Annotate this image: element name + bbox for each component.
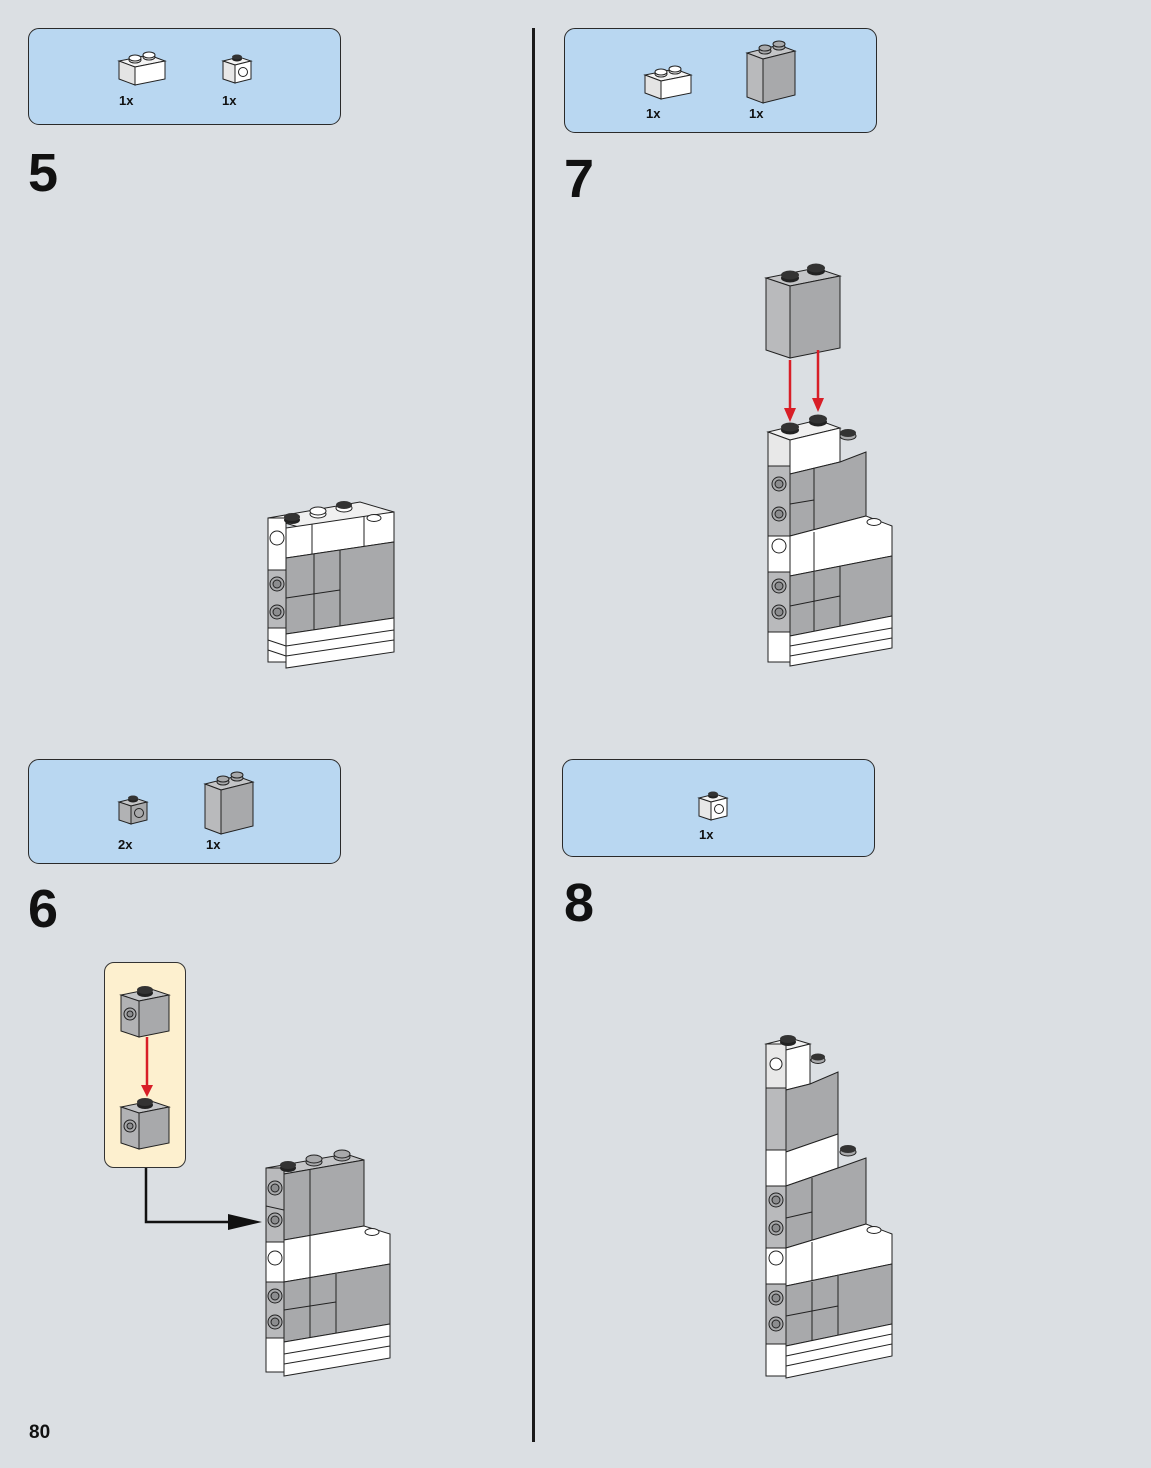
white-1x1-technic-brick-icon [697,791,729,821]
part-qty: 1x [646,106,661,121]
white-1x1-technic-brick-icon [221,54,253,84]
part-qty: 1x [749,106,764,121]
white-1x2-brick-icon [117,51,167,86]
step-8-model [764,1035,893,1379]
subassembly-callout [104,962,186,1168]
gray-1x1-technic-brick-icon [119,1098,171,1150]
step-number: 6 [28,879,59,939]
part-qty: 1x [699,827,714,842]
parts-callout-step-8: 1x [562,759,875,857]
parts-callout-step-7: 1x 1x [564,28,877,133]
part-qty: 1x [119,93,134,108]
parts-callout-step-5: 1x 1x [28,28,341,125]
gray-1x2x2-brick-icon [203,771,255,835]
connector-arrow-icon [144,1168,262,1230]
part-qty: 1x [222,93,237,108]
part-qty: 1x [206,837,221,852]
red-arrow-icon [141,1037,153,1097]
gray-1x1-technic-brick-icon [117,795,149,825]
parts-callout-step-6: 2x 1x [28,759,341,864]
page-divider [532,28,535,1442]
part-qty: 2x [118,837,133,852]
page-number: 80 [29,1422,51,1443]
step-5-model [267,501,395,669]
step-number: 8 [564,873,595,933]
step-6-model [265,1149,391,1377]
gray-1x1-technic-brick-icon [119,986,171,1038]
step-number: 5 [28,143,59,203]
step-number: 7 [564,149,595,209]
step-7-model [764,263,893,667]
gray-1x2x2-brick-icon [745,40,797,104]
white-1x2-brick-icon [643,65,693,100]
